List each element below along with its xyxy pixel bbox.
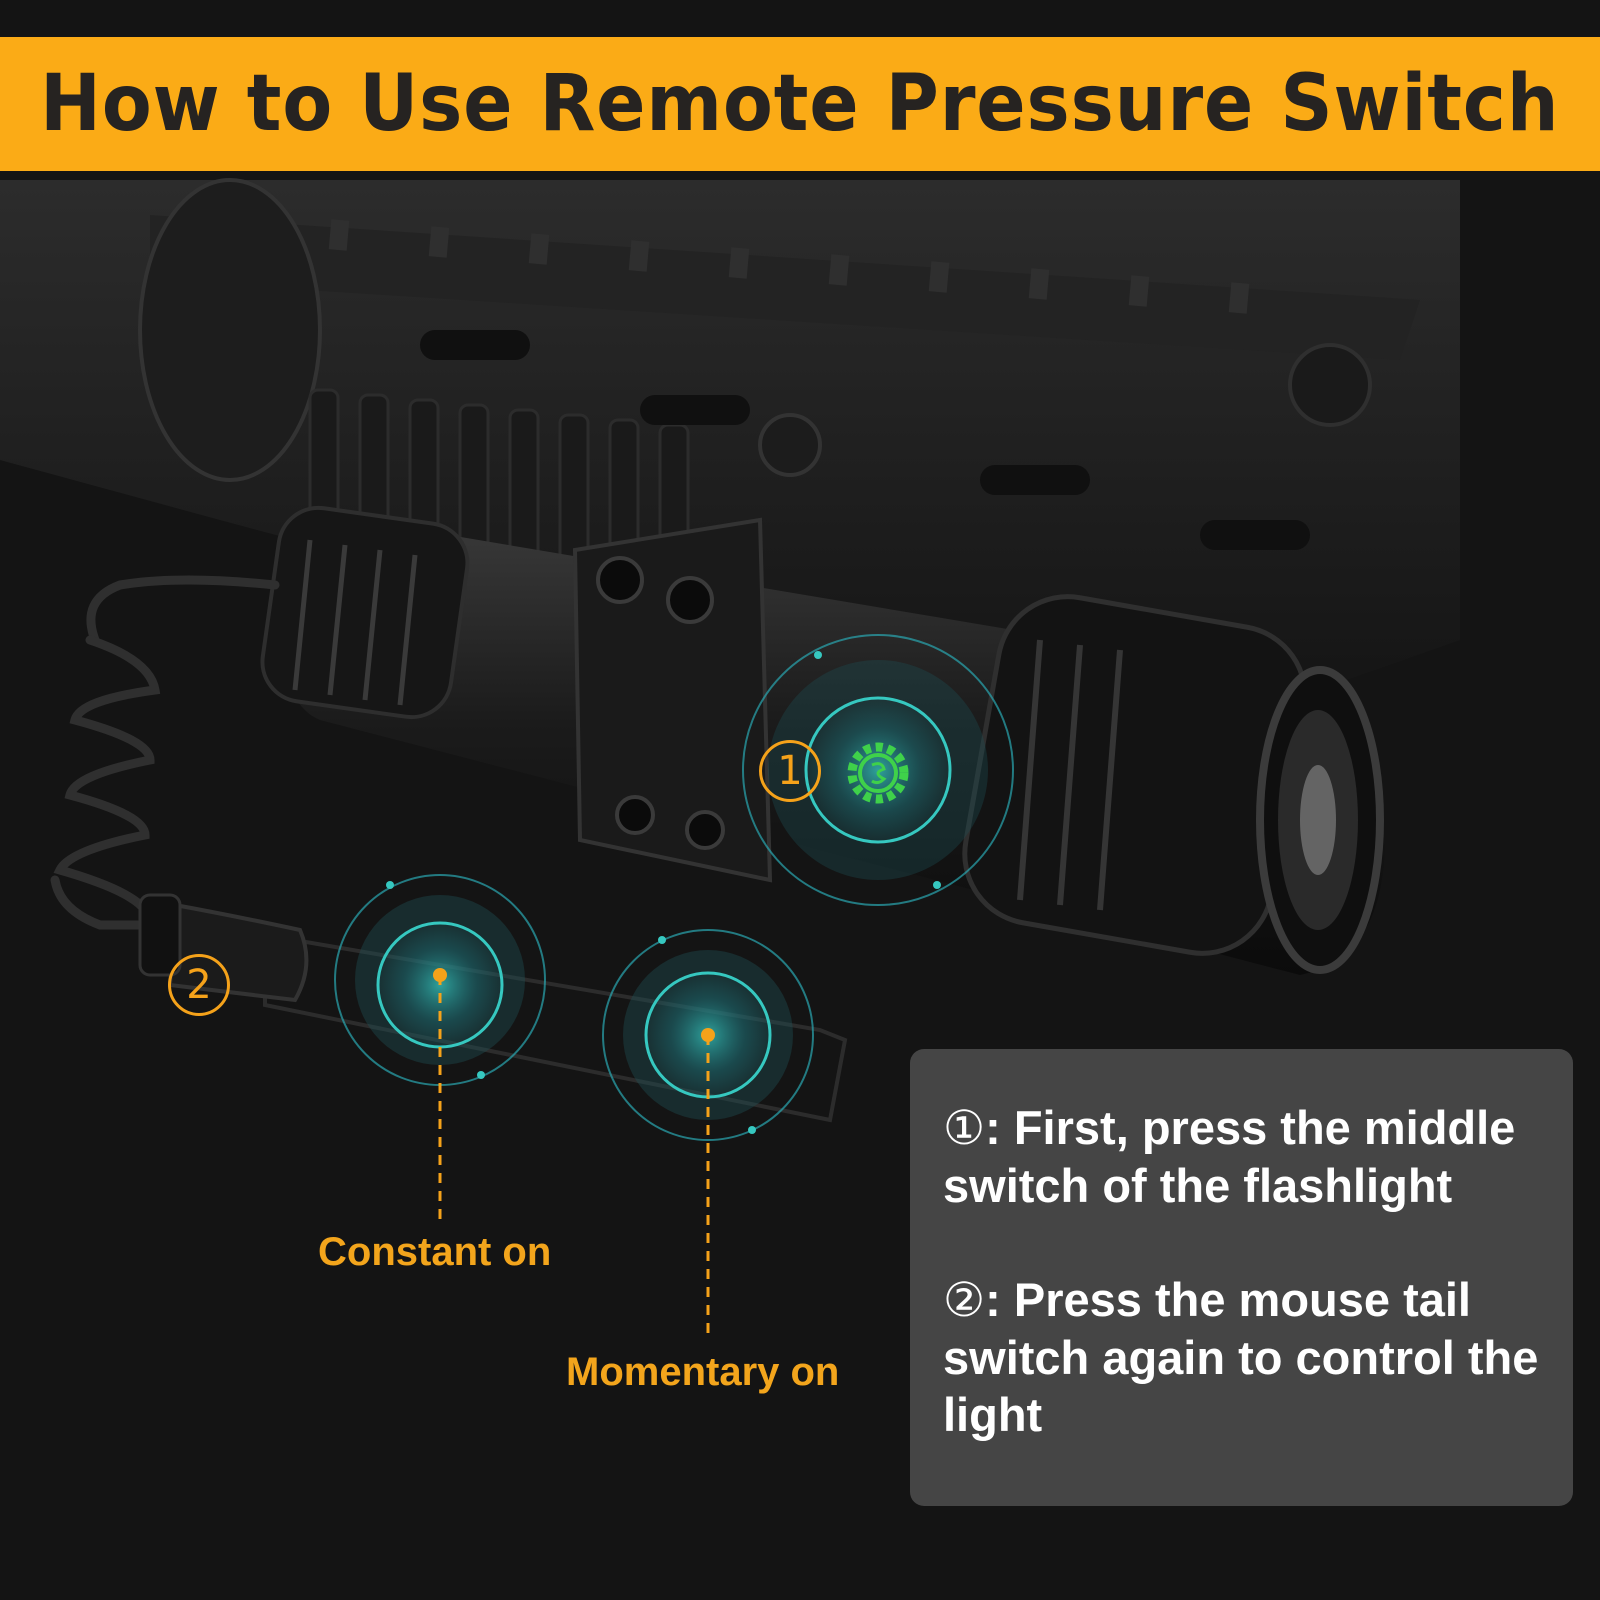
coiled-cable <box>50 575 280 930</box>
constant-on-dot <box>433 968 447 982</box>
momentary-on-label: Momentary on <box>566 1350 840 1394</box>
mount-ring <box>572 517 773 883</box>
instruction-step-1: ①: First, press the middle switch of the… <box>943 1099 1543 1214</box>
step-two-badge: 2 <box>168 954 230 1016</box>
page-title: How to Use Remote Pressure Switch <box>40 59 1560 149</box>
switch-highlight <box>742 634 1014 906</box>
step-1-text: : First, press the middle switch of the … <box>943 1101 1516 1212</box>
momentary-on-dot <box>701 1028 715 1042</box>
constant-on-label: Constant on <box>318 1230 552 1274</box>
instruction-step-2: ②: Press the mouse tail switch again to … <box>943 1271 1543 1443</box>
callout-leaders <box>438 975 710 1335</box>
step-one-badge: 1 <box>759 740 821 802</box>
title-banner: How to Use Remote Pressure Switch <box>0 37 1600 171</box>
step-2-text: : Press the mouse tail switch again to c… <box>943 1273 1539 1441</box>
gear-switch-icon <box>847 742 909 804</box>
instructions-panel: ①: First, press the middle switch of the… <box>910 1049 1573 1506</box>
step-1-marker: ① <box>943 1101 986 1156</box>
step-2-marker: ② <box>943 1273 986 1328</box>
